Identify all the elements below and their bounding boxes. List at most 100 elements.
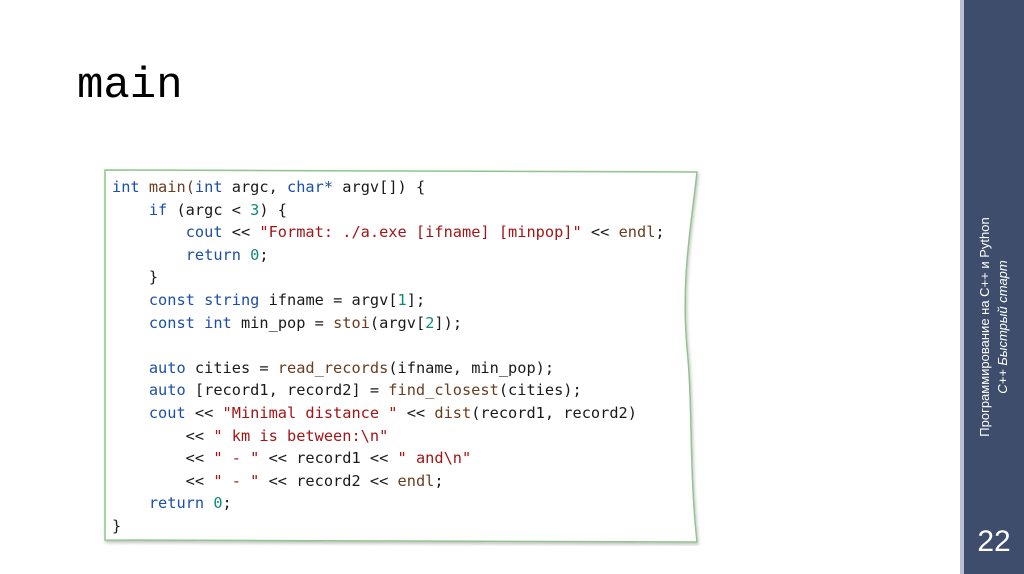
code-line: << " - " << record1 << " and\n" <box>112 447 665 470</box>
code-token <box>195 314 204 332</box>
code-token: 3 <box>250 200 260 219</box>
code-token: auto <box>148 358 186 377</box>
code-block: int main(int argc, char* argv[]) { if (a… <box>103 168 703 546</box>
code-token: int <box>204 313 232 332</box>
code-line: auto cities = read_records(ifname, min_p… <box>112 357 665 380</box>
code-token: char* <box>287 178 334 196</box>
code-token: << record2 << <box>259 471 398 490</box>
code-token <box>112 404 149 422</box>
code-token: " km is between:\n" <box>213 426 389 445</box>
code-token: endl <box>618 223 656 242</box>
code-token: main( <box>139 178 195 196</box>
code-token: 2 <box>425 313 435 332</box>
code-token: ; <box>222 494 232 513</box>
code-token: ifname = argv[ <box>259 290 398 309</box>
code-token: 0 <box>213 494 223 513</box>
code-token <box>112 223 186 241</box>
code-token: << record1 << <box>259 449 398 468</box>
code-token: "Minimal distance " <box>222 403 398 422</box>
code-token: ) { <box>259 200 288 219</box>
code-token: dist <box>434 403 472 422</box>
code-token: return <box>185 245 241 264</box>
code-line: if (argc < 3) { <box>112 199 665 222</box>
code-token: auto <box>148 381 186 400</box>
code-line: } <box>112 515 665 538</box>
code-token: "Format: ./a.exe [ifname] [minpop]" <box>259 223 582 242</box>
code-token <box>112 246 186 264</box>
code-token <box>112 381 149 399</box>
code-token: (argc < <box>167 200 251 219</box>
code-token: << <box>397 403 435 422</box>
code-line <box>112 334 665 357</box>
code-token: stoi <box>333 313 370 332</box>
code-token: ; <box>655 223 665 242</box>
code-token <box>112 359 149 377</box>
slide-title: main <box>77 61 183 111</box>
code-token <box>112 291 149 309</box>
code-token: endl <box>397 471 435 490</box>
code-token: argc, <box>222 178 288 196</box>
code-token <box>112 494 149 512</box>
code-token: return <box>148 494 205 513</box>
course-title: Программирование на С++ и Python С++ Быс… <box>976 217 1012 436</box>
code-token: << <box>112 426 214 445</box>
code-token: const <box>148 290 195 309</box>
code-line: cout << "Format: ./a.exe [ifname] [minpo… <box>112 221 665 244</box>
code-token <box>112 314 149 332</box>
code-token: min_pop = <box>231 313 334 332</box>
code-token: find_closest <box>388 381 499 400</box>
code-line: int main(int argc, char* argv[]) { <box>112 176 665 199</box>
code-text: int main(int argc, char* argv[]) { if (a… <box>112 176 665 538</box>
code-token: } <box>112 516 122 535</box>
code-token <box>204 494 213 512</box>
code-token: const <box>148 313 195 332</box>
code-token: int <box>194 178 223 196</box>
code-token: ; <box>259 245 269 264</box>
course-title-line2: С++ Быстрый старт <box>995 260 1010 394</box>
sidebar-strip <box>964 0 1024 574</box>
page-number: 22 <box>977 525 1011 558</box>
sidebar-edge <box>960 0 964 574</box>
code-token: " and\n" <box>397 449 472 468</box>
code-token: cout <box>185 223 223 242</box>
course-title-line1: Программирование на С++ и Python <box>977 217 992 437</box>
code-line: return 0; <box>112 492 665 515</box>
code-token: int <box>112 178 140 196</box>
code-token: << <box>185 403 223 422</box>
code-token: cout <box>148 403 186 422</box>
code-line: auto [record1, record2] = find_closest(c… <box>112 379 665 402</box>
code-token: if <box>148 200 168 219</box>
code-token: (record1, record2) <box>471 403 637 422</box>
code-line: return 0; <box>112 244 665 267</box>
code-token: << <box>112 471 214 490</box>
code-token <box>195 291 204 309</box>
code-token: << <box>222 223 260 242</box>
code-token: ; <box>434 471 444 490</box>
code-token: (argv[ <box>369 313 426 332</box>
code-line: cout << "Minimal distance " << dist(reco… <box>112 402 665 425</box>
code-line: << " km is between:\n" <box>112 425 665 448</box>
code-token: ]); <box>434 313 463 332</box>
code-line: << " - " << record2 << endl; <box>112 470 665 493</box>
code-token <box>241 246 250 264</box>
code-token: (cities); <box>498 381 582 400</box>
code-token: string <box>204 290 260 309</box>
code-token: ]; <box>406 290 426 309</box>
code-token: " - " <box>213 471 260 490</box>
code-line: const string ifname = argv[1]; <box>112 289 665 312</box>
code-frame <box>104 169 698 543</box>
code-line: const int min_pop = stoi(argv[2]); <box>112 312 665 335</box>
code-token: } <box>112 268 159 287</box>
code-token: (ifname, min_pop); <box>388 358 555 377</box>
code-token: argv[]) { <box>333 178 426 196</box>
code-token: 1 <box>397 290 407 309</box>
code-token: " - " <box>213 449 260 468</box>
code-token: read_records <box>277 358 389 377</box>
code-token: [record1, record2] = <box>185 381 389 400</box>
code-token: 0 <box>250 245 260 264</box>
code-token: cities = <box>185 358 278 377</box>
code-token <box>112 201 149 219</box>
code-token: << <box>112 449 214 468</box>
code-token: << <box>581 223 619 242</box>
code-line: } <box>112 266 665 289</box>
